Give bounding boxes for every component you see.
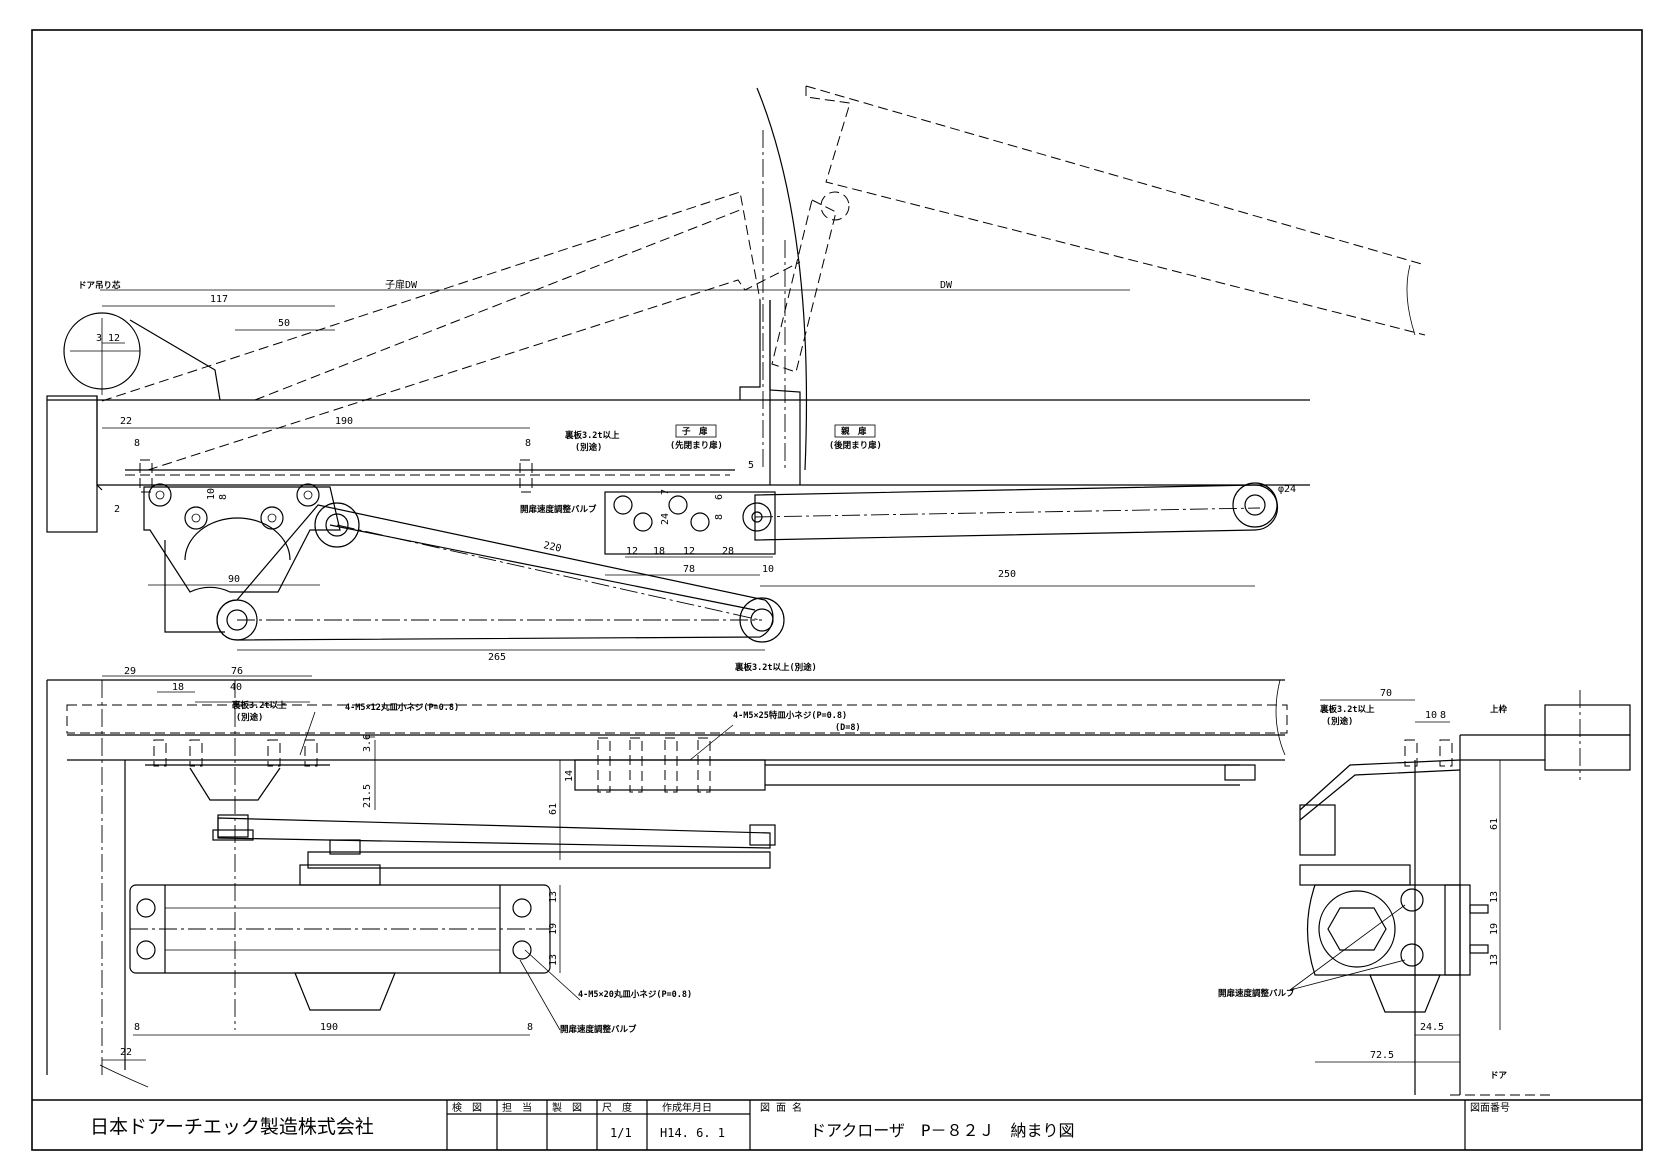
valve-label: 開扉速度調整バルブ bbox=[520, 504, 597, 515]
dim-78: 78 bbox=[683, 564, 695, 575]
dim-12b: 12 bbox=[683, 546, 695, 557]
parent-door-label: 親 扉 bbox=[841, 426, 867, 437]
front-separate-label: (別途) bbox=[236, 712, 263, 723]
front-dim-40: 40 bbox=[230, 682, 242, 693]
dim-7: 7 bbox=[660, 489, 671, 495]
front-dim-13b: 13 bbox=[548, 954, 559, 966]
screw25-label: 4-M5×25特皿小ネジ(P=0.8) bbox=[733, 710, 847, 721]
front-dim-19: 19 bbox=[548, 923, 559, 935]
side-frame-label: 上枠 bbox=[1490, 704, 1508, 715]
dim-220: 220 bbox=[542, 540, 562, 555]
front-backplate-top: 裏板3.2t以上(別途) bbox=[734, 662, 817, 673]
child-dw-label: 子扉DW bbox=[385, 278, 418, 291]
dim-8a: 8 bbox=[134, 438, 140, 449]
dim-5: 5 bbox=[748, 460, 754, 471]
dim-28: 28 bbox=[722, 546, 734, 557]
side-backplate-label: 裏板3.2t以上 bbox=[1319, 704, 1375, 715]
side-dim-24-5: 24.5 bbox=[1420, 1022, 1444, 1033]
side-view bbox=[1299, 690, 1631, 1096]
front-dim-8a: 8 bbox=[134, 1022, 140, 1033]
door-hinge-label: ドア吊り芯 bbox=[78, 280, 121, 291]
side-dim-8: 8 bbox=[1440, 710, 1446, 721]
dim-22: 22 bbox=[120, 416, 132, 427]
front-backplate-label: 裏板3.2t以上 bbox=[231, 700, 287, 711]
company-name: 日本ドアーチエック製造株式会社 bbox=[90, 1116, 374, 1138]
sheet-border bbox=[31, 29, 1643, 1151]
dim-8b: 8 bbox=[525, 438, 531, 449]
dim-50: 50 bbox=[278, 318, 290, 329]
dim-12: 12 bbox=[108, 333, 120, 344]
top-view bbox=[46, 85, 1426, 651]
dim-2: 2 bbox=[114, 504, 120, 515]
side-dim-19: 19 bbox=[1489, 923, 1500, 935]
dim-8c: 8 bbox=[714, 514, 725, 520]
dim-3: 3 bbox=[96, 333, 102, 344]
front-dim-3-6: 3.6 bbox=[362, 734, 373, 752]
side-separate-label: (別途) bbox=[1326, 716, 1353, 727]
dim-10: 10 bbox=[206, 488, 217, 500]
dim-18: 18 bbox=[653, 546, 665, 557]
scale-value: 1/1 bbox=[610, 1126, 632, 1140]
front-dim-14: 14 bbox=[564, 770, 575, 782]
dim-12a: 12 bbox=[626, 546, 638, 557]
dim-117: 117 bbox=[210, 294, 228, 305]
front-dim-13a: 13 bbox=[548, 891, 559, 903]
dim-265: 265 bbox=[488, 652, 506, 663]
screw20-label: 4-M5×20丸皿小ネジ(P=0.8) bbox=[578, 989, 692, 1000]
front-view bbox=[46, 675, 1288, 1088]
label-name: 図 面 名 bbox=[760, 1101, 802, 1114]
date-value: H14. 6. 1 bbox=[660, 1126, 725, 1140]
label-charge: 担 当 bbox=[502, 1101, 532, 1114]
side-dim-61: 61 bbox=[1489, 818, 1500, 830]
screw12-label: 4-M5×12丸皿小ネジ(P=0.8) bbox=[345, 702, 459, 713]
dim-6: 6 bbox=[714, 494, 725, 500]
title-block bbox=[32, 1099, 1642, 1150]
side-dim-72-5: 72.5 bbox=[1370, 1050, 1394, 1061]
label-scale: 尺 度 bbox=[602, 1101, 632, 1114]
dim-phi24: φ24 bbox=[1278, 484, 1296, 495]
side-valve-label: 開扉速度調整バルブ bbox=[1218, 988, 1295, 999]
front-dim-18: 18 bbox=[172, 682, 184, 693]
parent-door-sub: (後閉まり扉) bbox=[829, 440, 882, 451]
front-dim-8b: 8 bbox=[527, 1022, 533, 1033]
screw25-sub: (D=8) bbox=[835, 723, 861, 733]
dim-250: 250 bbox=[998, 569, 1016, 580]
label-date: 作成年月日 bbox=[662, 1101, 712, 1114]
front-dim-190: 190 bbox=[320, 1022, 338, 1033]
label-check: 検 図 bbox=[452, 1101, 482, 1114]
front-dim-21-5: 21.5 bbox=[362, 784, 373, 808]
side-dim-13b: 13 bbox=[1489, 954, 1500, 966]
side-dim-70: 70 bbox=[1380, 688, 1392, 699]
separate-label: (別途) bbox=[575, 442, 602, 453]
side-dim-13a: 13 bbox=[1489, 891, 1500, 903]
dim-10b: 10 bbox=[762, 564, 774, 575]
front-dim-61: 61 bbox=[548, 803, 559, 815]
backplate-label: 裏板3.2t以上 bbox=[564, 430, 620, 441]
front-dim-76: 76 bbox=[231, 666, 243, 677]
dim-190: 190 bbox=[335, 416, 353, 427]
front-dim-29: 29 bbox=[124, 666, 136, 677]
label-number: 図面番号 bbox=[1470, 1102, 1510, 1114]
drawing-title: ドアクローザ P－８２Ｊ 納まり図 bbox=[810, 1121, 1075, 1140]
dim-24: 24 bbox=[660, 513, 671, 525]
front-valve-label: 開扉速度調整バルブ bbox=[560, 1024, 637, 1035]
dim-8v: 8 bbox=[218, 494, 229, 500]
dim-90: 90 bbox=[228, 574, 240, 585]
child-door-sub: (先閉まり扉) bbox=[670, 440, 723, 451]
dw-label: DW bbox=[940, 280, 953, 291]
side-dim-10: 10 bbox=[1425, 710, 1437, 721]
front-dim-22: 22 bbox=[120, 1047, 132, 1058]
side-door-label: ドア bbox=[1490, 1071, 1508, 1081]
child-door-label: 子 扉 bbox=[682, 426, 708, 437]
label-drawn: 製 図 bbox=[552, 1101, 582, 1114]
